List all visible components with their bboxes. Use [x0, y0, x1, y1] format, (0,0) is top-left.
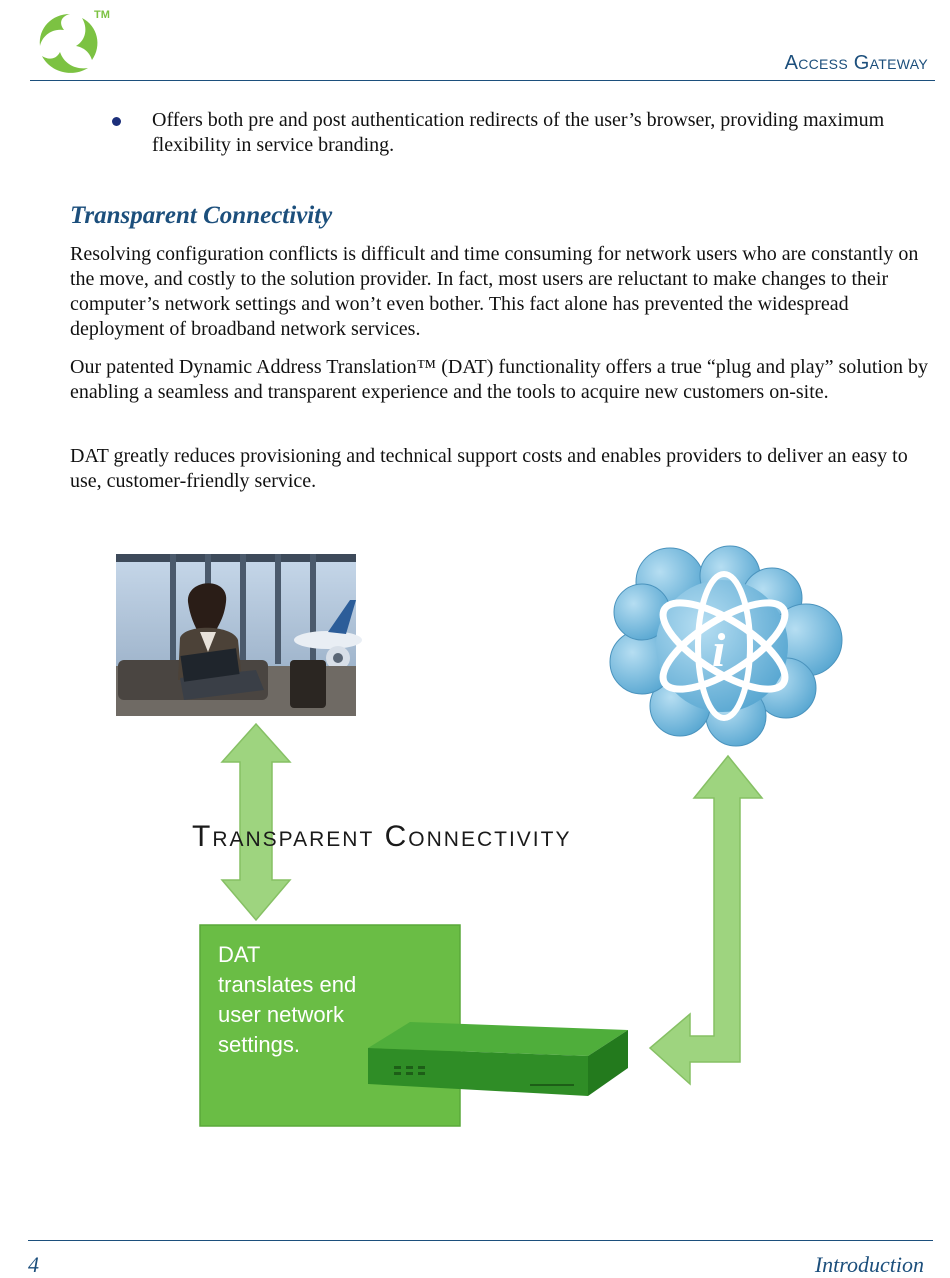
information-cloud-icon: i [609, 545, 843, 747]
logo-trademark: TM [94, 9, 110, 21]
footer-divider [28, 1240, 933, 1241]
bullet-icon [112, 117, 121, 126]
body-paragraph: DAT greatly reduces provisioning and tec… [70, 445, 908, 492]
svg-text:i: i [712, 624, 726, 677]
page-number: 4 [28, 1252, 39, 1277]
spiral-logo-icon: TM [39, 9, 110, 73]
dat-box-line: DAT [218, 942, 260, 967]
transparent-connectivity-diagram: i Transparent Connectivity DAT translate… [116, 545, 843, 1127]
traveler-laptop-photo [116, 554, 362, 716]
body-paragraph: Resolving configuration conflicts is dif… [70, 243, 919, 340]
dat-info-box: DAT translates end user network settings… [199, 924, 461, 1127]
gateway-device-icon [368, 1022, 628, 1096]
dat-box-line: user network [218, 1002, 345, 1027]
diagram-title: Transparent Connectivity [192, 820, 571, 853]
dat-box-line: settings. [218, 1032, 300, 1057]
header-divider [30, 80, 935, 81]
footer-section-name: Introduction [814, 1252, 924, 1277]
dat-box-line: translates end [218, 972, 356, 997]
body-paragraph: Our patented Dynamic Address Translation… [70, 356, 928, 403]
return-arrow-icon [648, 754, 764, 1086]
running-header-title: Access Gateway [784, 52, 928, 74]
section-heading: Transparent Connectivity [70, 202, 333, 229]
double-arrow-icon [220, 722, 292, 922]
bullet-item-text: Offers both pre and post authentication … [152, 109, 885, 156]
